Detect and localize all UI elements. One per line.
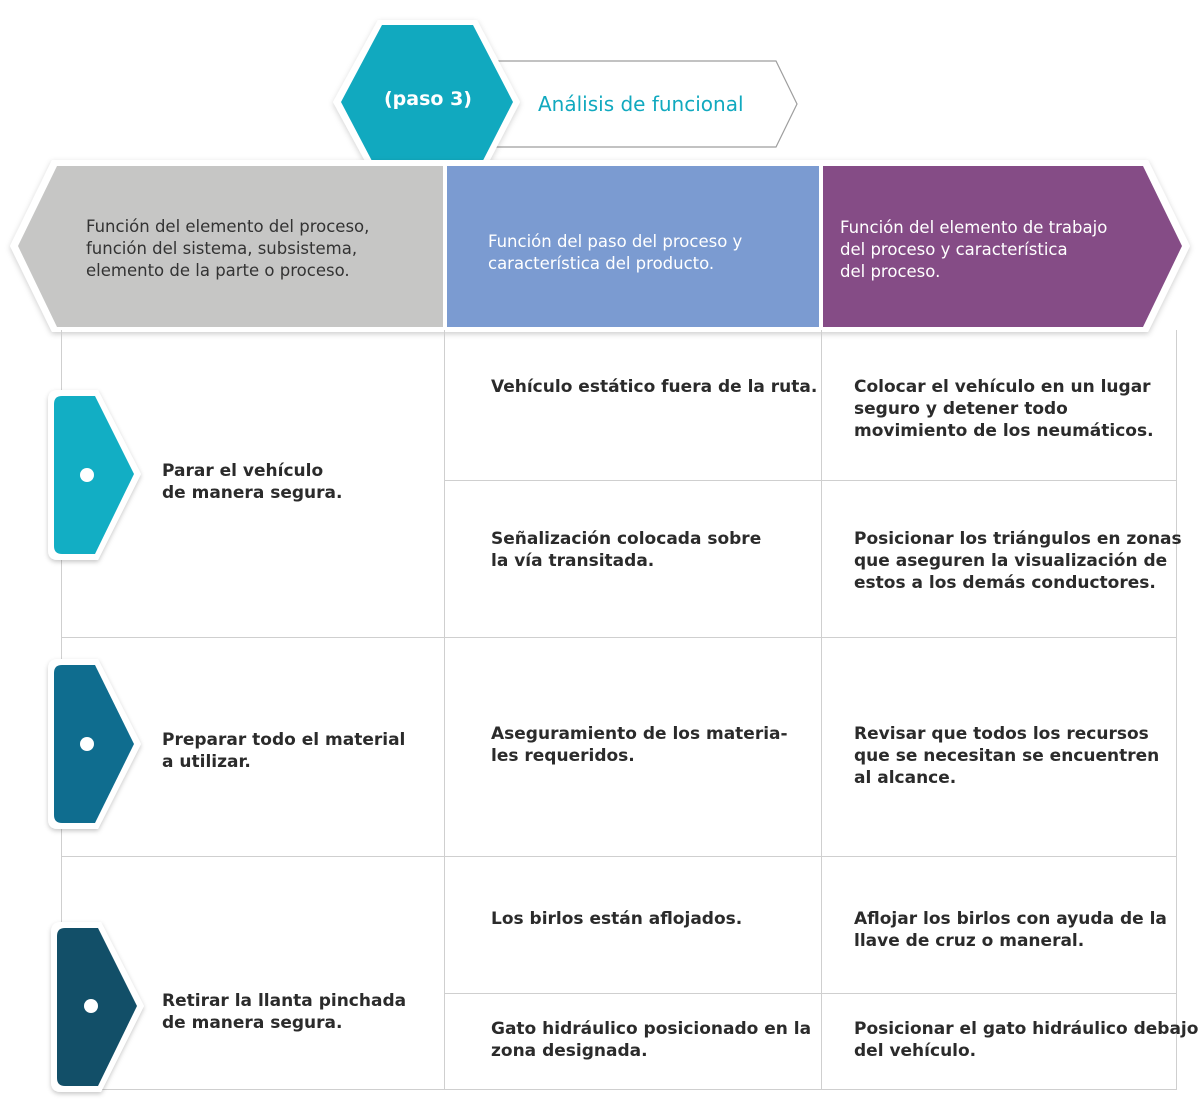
row-badge-2 xyxy=(48,659,141,829)
header-bg-step xyxy=(447,166,819,327)
row-1-item-1-step: Vehículo estático fuera de la ruta. xyxy=(491,377,818,397)
row-1-item-1-work: Colocar el vehículo en un lugar seguro y… xyxy=(854,377,1154,441)
row-3-item-1-step: Los birlos están aflojados. xyxy=(491,909,743,929)
row-3-item-2-work: Posicionar el gato hidráulico debajo del… xyxy=(854,1019,1199,1061)
row-dot-1 xyxy=(80,468,94,482)
header-step-text: Función del paso del proceso y caracterí… xyxy=(488,232,743,273)
row-1-item-2-step: Señalización colocada sobre la vía trans… xyxy=(491,529,762,571)
step-label: (paso 3) xyxy=(384,88,472,110)
row-1-item-2-work: Posicionar los triángulos en zonas que a… xyxy=(854,529,1182,593)
row-2-item-1-work: Revisar que todos los recursos que se ne… xyxy=(854,724,1160,788)
step-banner xyxy=(333,20,798,185)
header-bg-element xyxy=(18,166,443,327)
header-bg-work xyxy=(823,166,1182,327)
row-3-element: Retirar la llanta pinchada de manera seg… xyxy=(162,991,407,1033)
header-band xyxy=(10,160,1190,332)
row-dot-3 xyxy=(84,999,98,1013)
row-2-item-1-step: Aseguramiento de los materia- les requer… xyxy=(491,724,788,766)
header-element-text: Función del elemento del proceso, funció… xyxy=(86,217,370,280)
header-work-text: Función del elemento de trabajo del proc… xyxy=(840,218,1108,281)
row-dot-2 xyxy=(80,737,94,751)
row-badge-1 xyxy=(48,390,141,560)
row-3-item-2-step: Gato hidráulico posicionado en la zona d… xyxy=(491,1019,812,1061)
row-badges xyxy=(48,390,144,1092)
row-2-element: Preparar todo el material a utilizar. xyxy=(162,730,406,772)
step-title: Análisis de funcional xyxy=(538,92,744,116)
row-1-element: Parar el vehículo de manera segura. xyxy=(162,461,343,503)
row-3-item-1-work: Aflojar los birlos con ayuda de la llave… xyxy=(854,909,1167,951)
